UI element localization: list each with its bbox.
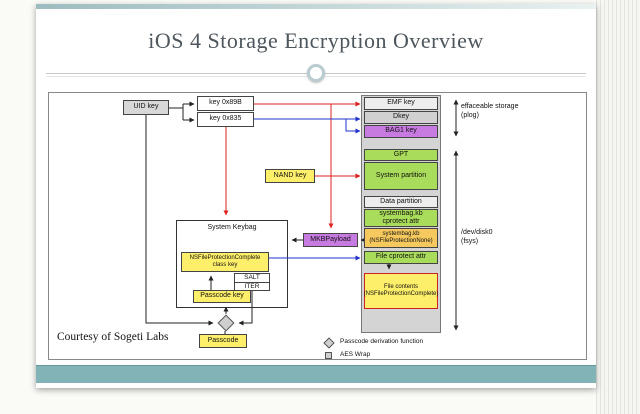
emf-key-box: EMF key [364,97,438,110]
legend-aes-wrap-icon [325,352,332,359]
encryption-diagram: System Keybag [48,92,587,360]
red-key-arrows [223,101,361,229]
class-key-box: NSFileProtectionComplete class key [181,252,269,272]
slide-bottom-accent-bar [36,365,596,383]
black-connectors [145,99,459,334]
passcode-key-box: Passcode key [193,290,251,303]
legend-aes-wrap-label: AES Wrap [340,351,371,358]
effaceable-storage-annotation: effaceable storage (plog) [461,103,519,119]
slide: iOS 4 Storage Encryption Overview System… [36,4,596,388]
page-side-texture [596,0,640,414]
nand-key-box: NAND key [265,169,315,183]
dkey-box: Dkey [364,111,438,124]
salt-iter-box: SALT ITER [234,273,270,291]
bag1-key-box: BAG1 key [364,125,438,138]
mkb-payload-box: MKBPayload [303,233,358,247]
systembag-none-box: systembag.kb (NSFileProtectionNone) [364,228,438,248]
blue-key-arrows [254,116,361,261]
devdisk0-annotation: /dev/disk0 (fsys) [461,229,493,245]
passcode-box: Passcode [199,334,247,348]
system-partition-box: System partition [364,162,438,190]
slide-top-accent-bar [36,4,596,9]
legend-passcode-derivation-label: Passcode derivation function [340,338,424,345]
circle-ornament-icon [307,64,325,82]
key-0x89b-box: key 0x89B [197,96,254,111]
key-0x835-box: key 0x835 [197,112,254,127]
slide-title: iOS 4 Storage Encryption Overview [148,28,484,53]
file-contents-box: File contents (NSFileProtectionComplete) [364,273,438,309]
gpt-box: GPT [364,149,438,161]
system-keybag-label: System Keybag [207,224,257,231]
iter-label: ITER [244,282,260,290]
file-cprotect-box: File cprotect attr [364,251,438,264]
arrows-layer [145,99,459,334]
uid-key-box: UID key [123,100,169,115]
courtesy-text: Courtesy of Sogeti Labs [57,331,169,343]
data-partition-box: Data partition [364,196,438,208]
salt-label: SALT [235,274,269,283]
systembag-cprotect-box: systembag.kb cprotect attr [364,209,438,227]
